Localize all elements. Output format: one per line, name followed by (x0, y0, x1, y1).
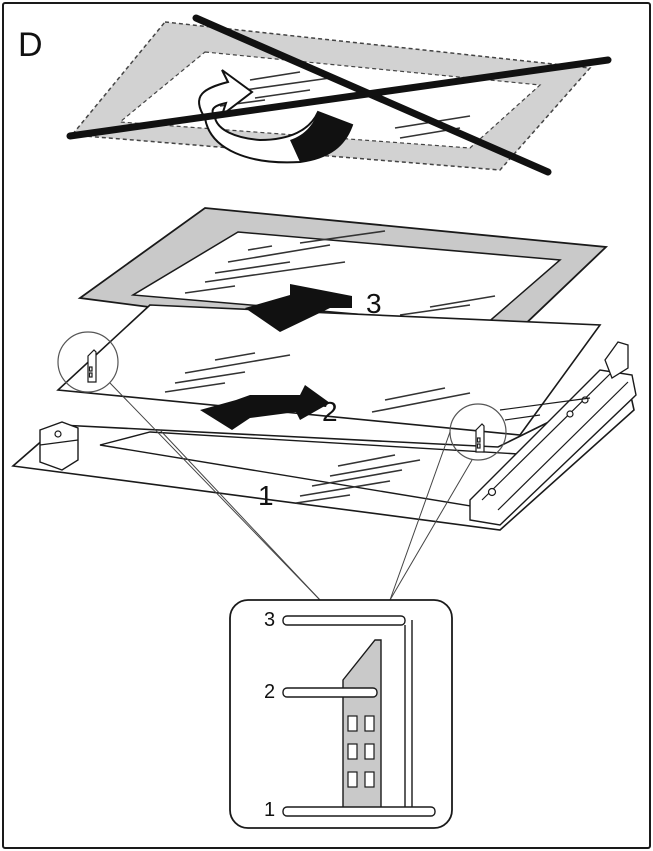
door-base-glass-1 (11, 341, 637, 531)
left-rail (39, 421, 79, 471)
clip-windows (347, 715, 375, 788)
right-rail (469, 369, 637, 526)
detail-label-1: 1 (264, 799, 276, 821)
glass-1-reflections (295, 454, 421, 504)
hinge-clip (604, 341, 629, 379)
glass-pane-2 (56, 304, 602, 436)
glass-3-reflections (184, 230, 496, 316)
detail-label-2: 2 (264, 681, 276, 703)
glass-2-edge (282, 687, 378, 698)
flip-arrow-icon (198, 69, 354, 164)
panel-letter: D (18, 26, 43, 64)
glass-1-edge (282, 806, 436, 817)
clip-detail-box (229, 599, 453, 829)
callout-glass-3: 3 (366, 288, 382, 319)
callout-glass-2: 2 (322, 396, 338, 427)
left-clip-mini (87, 349, 97, 383)
right-clip-mini (475, 423, 485, 453)
detail-leader-lines (109, 382, 473, 601)
crossed-out-wrong-orientation-icon (66, 14, 612, 176)
wrong-orientation-group (66, 14, 612, 176)
glass-3-edge (282, 615, 406, 626)
detail-label-3: 3 (264, 609, 276, 631)
glass-retaining-clip (342, 639, 382, 809)
glass-2-reflections (164, 352, 471, 413)
down-arrow-icon (200, 385, 330, 430)
callout-glass-1: 1 (258, 480, 274, 511)
detail-magnifier-left (57, 331, 119, 393)
down-arrow-icon (245, 284, 352, 332)
